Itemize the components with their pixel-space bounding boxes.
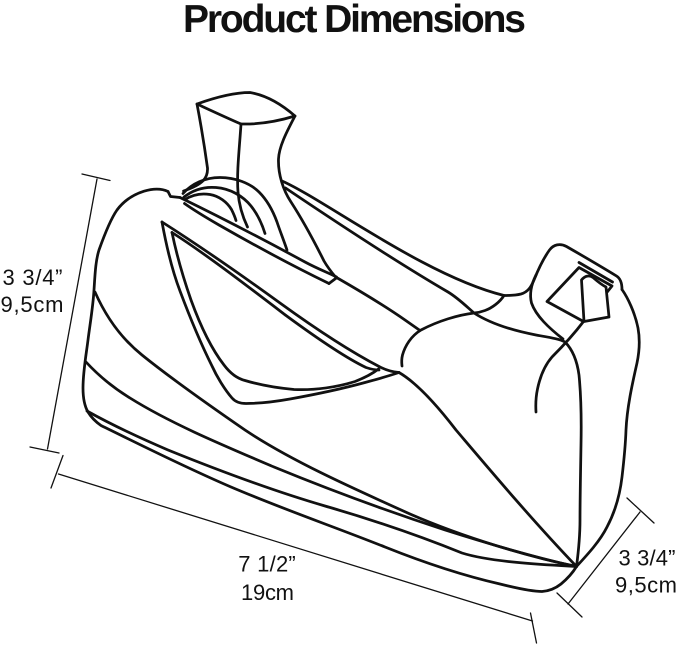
svg-text:3 3/4”: 3 3/4” — [619, 546, 676, 571]
svg-text:9,5cm: 9,5cm — [615, 573, 677, 598]
svg-text:7 1/2”: 7 1/2” — [238, 552, 296, 577]
svg-text:19cm: 19cm — [241, 580, 294, 605]
svg-text:9,5cm: 9,5cm — [1, 292, 64, 317]
svg-text:3 3/4”: 3 3/4” — [3, 265, 63, 290]
svg-text:Product Dimensions: Product Dimensions — [183, 0, 526, 41]
